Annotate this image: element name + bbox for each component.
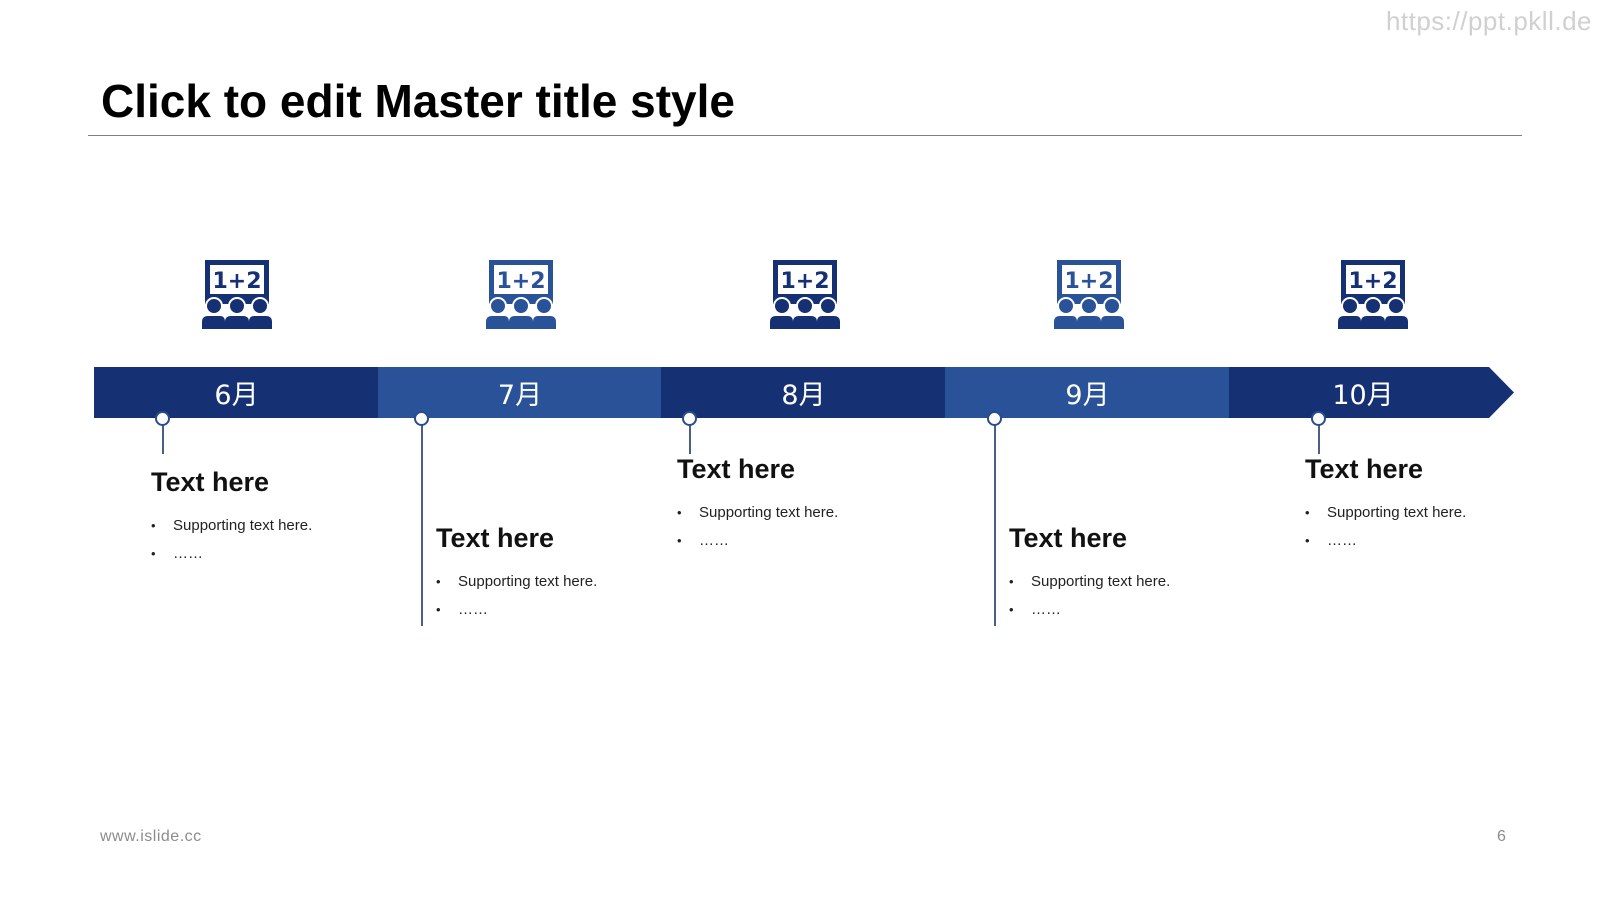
timeline-connector [421,418,423,626]
entry-bullet-list: Supporting text here. …… [436,568,676,624]
timeline-marker-dot [987,411,1002,426]
entry-bullet-list: Supporting text here. …… [151,512,391,568]
timeline-connector [994,418,996,626]
entry-bullet[interactable]: Supporting text here. [151,512,391,540]
entry-heading[interactable]: Text here [436,523,555,553]
entry-bullet[interactable]: Supporting text here. [1305,499,1545,527]
timeline-bar: 6月 7月 8月 9月 10月 [94,367,1514,418]
classroom-board-icon: 1+2 [486,260,556,329]
timeline-month-label: 7月 [497,380,543,411]
footer-website: www.islide.cc [100,828,202,845]
entry-bullet[interactable]: …… [151,540,391,568]
timeline-marker-dot [155,411,170,426]
entry-bullet[interactable]: Supporting text here. [1009,568,1249,596]
entry-bullet[interactable]: Supporting text here. [436,568,676,596]
timeline-marker-dot [1311,411,1326,426]
entry-bullet-list: Supporting text here. …… [1305,499,1545,555]
timeline-arrow-shape [94,367,1514,418]
watermark: https://ppt.pkll.de [1385,6,1592,36]
classroom-board-icon: 1+2 [1338,260,1408,329]
slide-title[interactable]: Click to edit Master title style [101,75,735,127]
entry-heading[interactable]: Text here [677,454,796,484]
classroom-board-icon: 1+2 [770,260,840,329]
entry-bullet[interactable]: …… [1009,596,1249,624]
entry-bullet-list: Supporting text here. …… [1009,568,1249,624]
timeline-entry[interactable]: Text here Supporting text here. …… [151,467,391,568]
entry-heading[interactable]: Text here [151,467,270,497]
entry-heading[interactable]: Text here [1009,523,1128,553]
icon-board-text: 1+2 [1348,269,1397,294]
icon-board-text: 1+2 [212,269,261,294]
timeline-entry[interactable]: Text here Supporting text here. …… [1305,454,1545,555]
timeline-month-label: 8月 [781,380,826,411]
timeline-connector [689,418,691,454]
icon-board-text: 1+2 [780,269,829,294]
timeline-entry[interactable]: Text here Supporting text here. …… [1009,523,1249,624]
entry-bullet[interactable]: …… [436,596,676,624]
page-number: 6 [1497,828,1506,845]
timeline-month-label: 9月 [1065,380,1110,411]
timeline-connector [1318,418,1320,454]
timeline-marker-dot [414,411,429,426]
entry-bullet[interactable]: …… [677,527,917,555]
timeline-entry[interactable]: Text here Supporting text here. …… [436,523,676,624]
entry-bullet[interactable]: Supporting text here. [677,499,917,527]
timeline-month-label: 10月 [1332,380,1394,411]
entry-bullet-list: Supporting text here. …… [677,499,917,555]
entry-heading[interactable]: Text here [1305,454,1424,484]
entry-bullet[interactable]: …… [1305,527,1545,555]
classroom-board-icon: 1+2 [202,260,272,329]
icon-board-text: 1+2 [496,269,545,294]
title-divider [88,135,1522,136]
classroom-board-icon: 1+2 [1054,260,1124,329]
icon-board-text: 1+2 [1064,269,1113,294]
timeline-connector [162,418,164,454]
timeline-marker-dot [682,411,697,426]
timeline-entry[interactable]: Text here Supporting text here. …… [677,454,917,555]
timeline-month-label: 6月 [214,380,259,411]
